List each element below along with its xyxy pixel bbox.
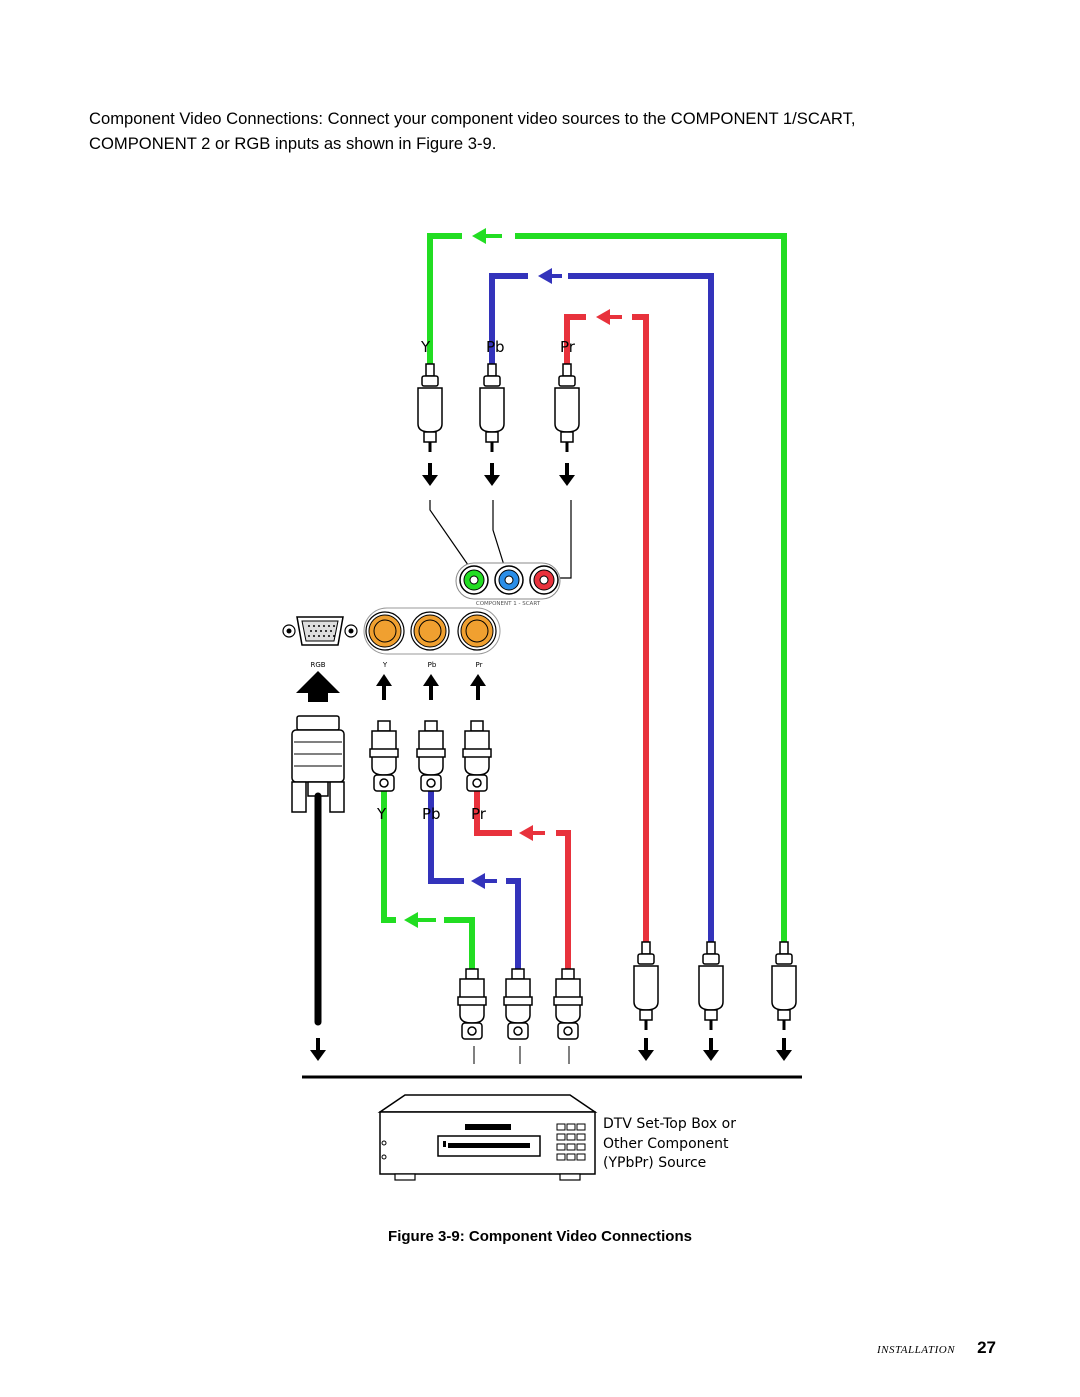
footer-section-name: INSTALLATION xyxy=(876,1344,956,1356)
down-arrow-pb-top xyxy=(482,461,502,488)
up-arrow-y xyxy=(374,672,394,702)
cable-pb-lower xyxy=(428,790,521,972)
bnc-plug-y-source xyxy=(457,968,487,1040)
lower-label-pb: Pb xyxy=(422,805,441,823)
panel-label-y: Y xyxy=(382,661,388,669)
component1-label: COMPONENT 1 - SCART xyxy=(476,601,541,607)
rca-plug-y-source xyxy=(770,940,798,1032)
page-number: 27 xyxy=(977,1338,996,1357)
up-arrow-pb xyxy=(421,672,441,702)
rca-plug-pr-source xyxy=(632,940,660,1032)
down-arrow-pb-source xyxy=(701,1036,721,1063)
vga-cable-connector xyxy=(291,715,345,1026)
rgb-port xyxy=(282,616,358,646)
panel-label-pr: Pr xyxy=(476,661,483,669)
down-arrow-y-source xyxy=(774,1036,794,1063)
top-label-pr: Pr xyxy=(560,338,576,356)
intro-line-2: COMPONENT 2 or RGB inputs as shown in Fi… xyxy=(89,134,497,153)
intro-paragraph: Component Video Connections: Connect you… xyxy=(89,106,989,156)
panel-label-rgb: RGB xyxy=(310,661,325,669)
lower-label-pr: Pr xyxy=(471,805,487,823)
cable-pb-top xyxy=(489,268,714,944)
device-label-line-1: DTV Set-Top Box or xyxy=(603,1116,736,1132)
down-arrow-pr-top xyxy=(557,461,577,488)
dtv-set-top-box xyxy=(377,1094,598,1181)
intro-line-1: Component Video Connections: Connect you… xyxy=(89,109,856,128)
bnc-plug-y-panel xyxy=(369,720,399,792)
device-label-line-3: (YPbPr) Source xyxy=(603,1155,706,1171)
cable-y-top xyxy=(427,228,787,944)
rgb-up-arrow xyxy=(296,671,340,702)
cable-y-lower xyxy=(381,790,475,972)
up-arrow-pr xyxy=(468,672,488,702)
rca-plug-y-top xyxy=(416,362,444,454)
rca-plug-pb-top xyxy=(478,362,506,454)
bnc-ticks xyxy=(473,1046,570,1064)
component1-jacks xyxy=(455,562,561,600)
down-arrow-y-top xyxy=(420,461,440,488)
rca-plug-pr-top xyxy=(553,362,581,454)
bnc-plug-pb-panel xyxy=(416,720,446,792)
panel-label-pb: Pb xyxy=(428,661,437,669)
bnc-plug-pb-source xyxy=(503,968,533,1040)
bnc-plug-pr-panel xyxy=(462,720,492,792)
cable-pr-lower xyxy=(474,790,571,972)
rca-plug-pb-source xyxy=(697,940,725,1032)
page-footer: INSTALLATION 27 xyxy=(877,1338,996,1358)
down-arrow-pr-source xyxy=(636,1036,656,1063)
top-label-pb: Pb xyxy=(486,338,505,356)
figure-caption: Figure 3-9: Component Video Connections xyxy=(388,1228,692,1245)
down-arrow-rgb-source xyxy=(308,1036,328,1063)
cable-pr-top xyxy=(564,309,649,944)
lower-label-y: Y xyxy=(376,805,387,823)
bnc-plug-pr-source xyxy=(553,968,583,1040)
component2-bnc-jacks xyxy=(363,607,501,655)
top-label-y: Y xyxy=(420,338,431,356)
device-label-line-2: Other Component xyxy=(603,1136,729,1152)
